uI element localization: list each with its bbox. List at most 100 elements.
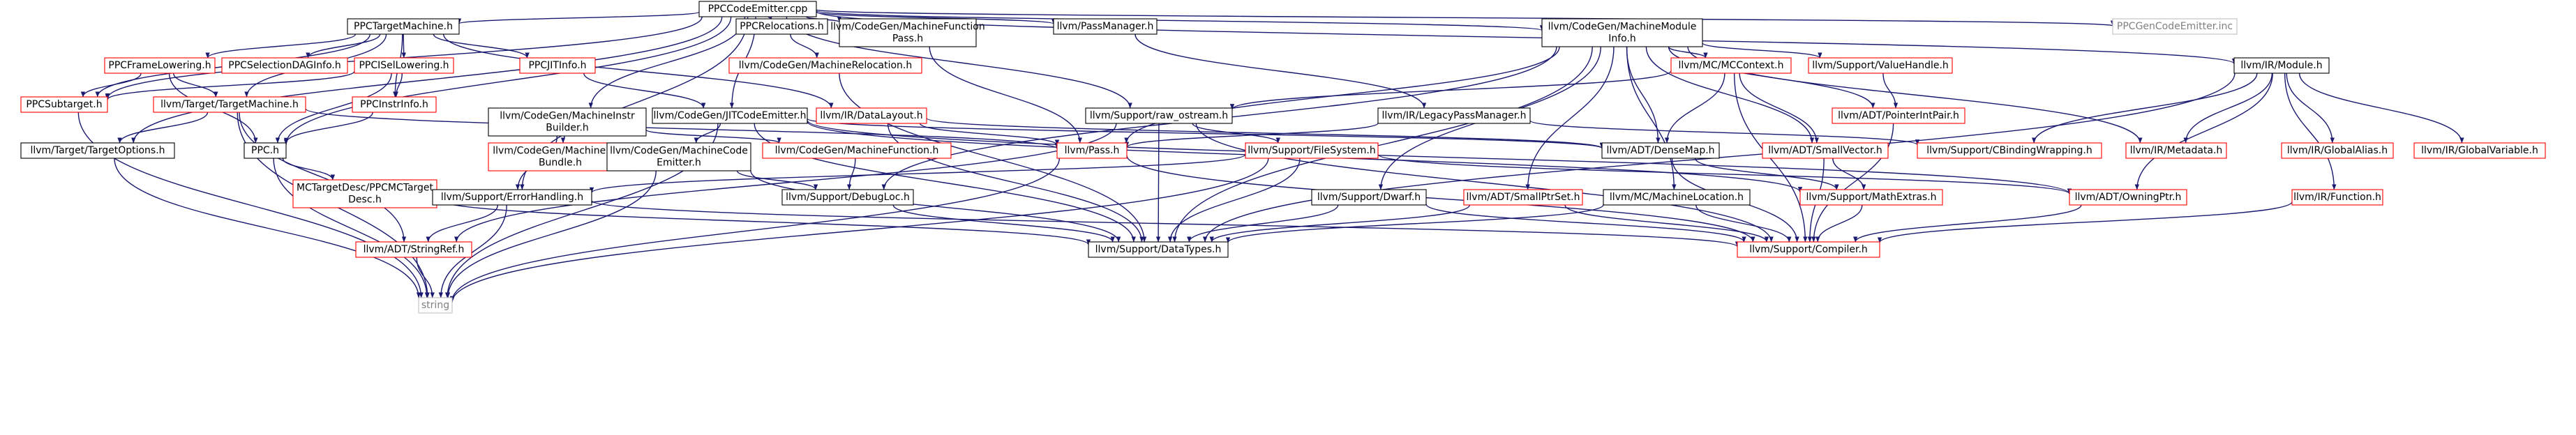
- node-seldag[interactable]: PPCSelectionDAGInfo.h: [221, 57, 348, 74]
- node-errorhandling[interactable]: llvm/Support/ErrorHandling.h: [432, 189, 592, 206]
- node-datatypes[interactable]: llvm/Support/DataTypes.h: [1088, 241, 1229, 258]
- node-ppcsubtarget[interactable]: PPCSubtarget.h: [20, 96, 108, 113]
- node-targetmachine[interactable]: llvm/Target/TargetMachine.h: [153, 96, 306, 113]
- node-label-dwarf: llvm/Support/Dwarf.h: [1317, 192, 1421, 203]
- node-smallvector[interactable]: llvm/ADT/SmallVector.h: [1762, 142, 1889, 159]
- node-box-ppcreloc: [735, 18, 828, 35]
- node-dwarf[interactable]: llvm/Support/Dwarf.h: [1311, 189, 1427, 206]
- edge-dwarf-to-compiler: [1425, 204, 1746, 243]
- node-mccontext[interactable]: llvm/MC/MCContext.h: [1670, 57, 1792, 74]
- edge-irmodule-to-owningptr: [2134, 72, 2273, 190]
- node-targetoptions[interactable]: llvm/Target/TargetOptions.h: [20, 142, 175, 159]
- node-valuehandle[interactable]: llvm/Support/ValueHandle.h: [1808, 57, 1953, 74]
- node-label-ppctm: PPCTargetMachine.h: [354, 21, 453, 32]
- node-label-compiler: llvm/Support/Compiler.h: [1749, 244, 1868, 255]
- edge-owningptr-to-compiler: [1853, 204, 2082, 243]
- node-rawostream[interactable]: llvm/Support/raw_ostream.h: [1085, 107, 1233, 124]
- node-compiler[interactable]: llvm/Support/Compiler.h: [1737, 241, 1880, 258]
- edge-targetmachine-to-targetoptions: [117, 112, 209, 144]
- node-root[interactable]: PPCCodeEmitter.cpp: [698, 1, 817, 17]
- node-filesystem[interactable]: llvm/Support/FileSystem.h: [1245, 142, 1379, 159]
- node-irmodule[interactable]: llvm/IR/Module.h: [2233, 57, 2330, 74]
- node-ppcreloc[interactable]: PPCRelocations.h: [735, 18, 828, 35]
- node-codegenreloc[interactable]: llvm/CodeGen/MachineRelocation.h: [728, 57, 922, 74]
- node-label-datalayout: llvm/IR/DataLayout.h: [820, 110, 922, 121]
- node-datalayout[interactable]: llvm/IR/DataLayout.h: [816, 107, 927, 124]
- node-label-instrinfo: PPCInstrInfo.h: [360, 99, 428, 110]
- node-framelow[interactable]: PPCFrameLowering.h: [104, 57, 216, 74]
- node-label-mibuilder: Builder.h: [546, 123, 589, 134]
- node-jitemitter[interactable]: llvm/CodeGen/JITCodeEmitter.h: [652, 107, 808, 124]
- node-box-root: [698, 1, 817, 17]
- edge-ppctm-to-seldag: [306, 33, 381, 59]
- node-label-jitemitter: llvm/CodeGen/JITCodeEmitter.h: [654, 110, 807, 121]
- edge-ppch-to-mctargetdesc: [282, 158, 336, 181]
- node-box-filesystem: [1245, 142, 1379, 159]
- node-label-targetoptions: llvm/Target/TargetOptions.h: [30, 145, 165, 156]
- node-box-targetmachine: [153, 96, 306, 113]
- edge-stringref-to-string: [416, 257, 435, 298]
- edge-rawostream-to-filesystem: [1192, 123, 1280, 144]
- node-box-densemap: [1601, 142, 1720, 159]
- node-box-compiler: [1737, 241, 1880, 258]
- node-mlocation[interactable]: llvm/MC/MachineLocation.h: [1603, 189, 1751, 206]
- node-box-mmi: [1541, 18, 1703, 47]
- node-box-dwarf: [1311, 189, 1427, 206]
- node-stringref[interactable]: llvm/ADT/StringRef.h: [355, 241, 472, 258]
- node-label-metadata: llvm/IR/Metadata.h: [2130, 145, 2223, 156]
- node-label-ptrintpair: llvm/ADT/PointerIntPair.h: [1838, 110, 1959, 121]
- edge-ppctm-to-jitinfo: [433, 33, 530, 59]
- node-globalvariable[interactable]: llvm/IR/GlobalVariable.h: [2413, 142, 2546, 159]
- node-label-mlocation: llvm/MC/MachineLocation.h: [1610, 192, 1744, 203]
- node-passmgr[interactable]: llvm/PassManager.h: [1053, 18, 1158, 35]
- node-jitinfo[interactable]: PPCJITInfo.h: [519, 57, 596, 74]
- edge-targetmachine-to-passh: [305, 108, 1059, 149]
- node-label-mcodeemitter: Emitter.h: [657, 158, 701, 169]
- edge-mccontext-to-rawostream: [1229, 70, 1672, 110]
- node-label-irfunction: llvm/IR/Function.h: [2293, 192, 2381, 203]
- edge-smallvector-to-mathextras: [1832, 158, 1866, 190]
- node-label-mibundle: llvm/CodeGen/MachineInstr: [493, 146, 628, 157]
- node-instrinfo[interactable]: PPCInstrInfo.h: [352, 96, 437, 113]
- node-box-rawostream: [1085, 107, 1233, 124]
- node-cbinding[interactable]: llvm/Support/CBindingWrapping.h: [1917, 142, 2102, 159]
- node-label-ppcsubtarget: PPCSubtarget.h: [26, 99, 102, 110]
- edge-errorhandling-to-string: [438, 204, 507, 298]
- node-isellow[interactable]: PPCISelLowering.h: [354, 57, 454, 74]
- node-densemap[interactable]: llvm/ADT/DenseMap.h: [1601, 142, 1720, 159]
- node-ptrintpair[interactable]: llvm/ADT/PointerIntPair.h: [1832, 107, 1965, 124]
- node-label-mibuilder: llvm/CodeGen/MachineInstr: [500, 111, 635, 122]
- edge-jitemitter-to-owningptr: [807, 119, 2072, 194]
- node-label-mibundle: Bundle.h: [539, 158, 582, 169]
- node-machinefunction[interactable]: llvm/CodeGen/MachineFunction.h: [762, 142, 952, 159]
- node-passh[interactable]: llvm/Pass.h: [1056, 142, 1128, 159]
- edge-isellow-to-ppcsubtarget: [105, 70, 355, 100]
- node-mathextras[interactable]: llvm/Support/MathExtras.h: [1799, 189, 1943, 206]
- edge-mfpass-to-passh: [929, 46, 1082, 144]
- edge-irmodule-to-globalalias: [2286, 72, 2335, 144]
- node-ppch[interactable]: PPC.h: [244, 142, 287, 159]
- node-smallptrset[interactable]: llvm/ADT/SmallPtrSet.h: [1463, 189, 1583, 206]
- node-globalalias[interactable]: llvm/IR/GlobalAlias.h: [2281, 142, 2394, 159]
- node-irfunction[interactable]: llvm/IR/Function.h: [2291, 189, 2383, 206]
- node-label-smallptrset: llvm/ADT/SmallPtrSet.h: [1467, 192, 1580, 203]
- node-label-rawostream: llvm/Support/raw_ostream.h: [1090, 110, 1228, 121]
- edge-filesystem-to-string: [449, 158, 1269, 303]
- node-label-valuehandle: llvm/Support/ValueHandle.h: [1812, 60, 1949, 71]
- edge-mmi-to-valuehandle: [1702, 42, 1822, 59]
- node-debugloc[interactable]: llvm/Support/DebugLoc.h: [781, 189, 914, 206]
- node-legacypm[interactable]: llvm/IR/LegacyPassManager.h: [1377, 107, 1531, 124]
- edge-passh-to-string: [449, 158, 1061, 302]
- edge-datalayout-to-densemap: [926, 117, 1604, 148]
- node-ppctm[interactable]: PPCTargetMachine.h: [347, 18, 460, 35]
- node-box-mcodeemitter: [606, 142, 751, 171]
- node-metadata[interactable]: llvm/IR/Metadata.h: [2125, 142, 2227, 159]
- node-box-jitemitter: [652, 107, 808, 124]
- node-owningptr[interactable]: llvm/ADT/OwningPtr.h: [2069, 189, 2187, 206]
- node-box-datatypes: [1088, 241, 1229, 258]
